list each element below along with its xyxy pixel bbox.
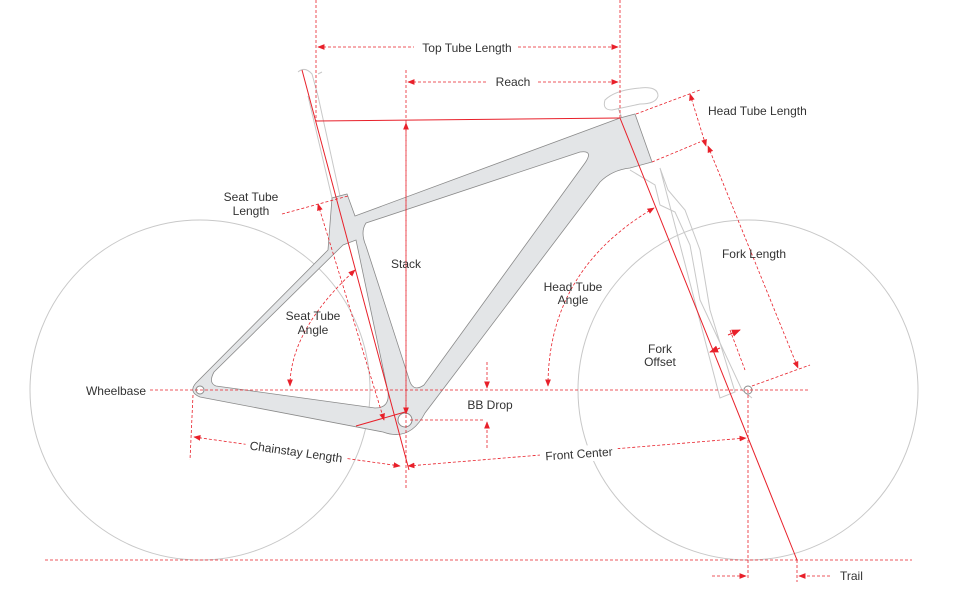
label-head-tube-angle-1: Head Tube [544, 280, 603, 294]
label-seat-tube-angle-2: Angle [298, 323, 329, 337]
bottom-bracket [397, 412, 413, 428]
rear-axle-vertical [189, 394, 194, 461]
head-tube-length-arrow [689, 93, 707, 147]
label-fork-length: Fork Length [722, 247, 786, 261]
label-stack: Stack [391, 257, 422, 271]
label-bb-drop: BB Drop [467, 398, 513, 412]
fork-length-ext [751, 364, 811, 387]
head-tube-angle-arrow [545, 207, 655, 387]
front-center-arrow [407, 435, 747, 469]
seat-tube-angle-arrow [287, 269, 356, 387]
bike-frame [192, 113, 653, 435]
label-wheelbase: Wheelbase [86, 384, 146, 398]
head-tube-axis [619, 117, 798, 561]
seatpost [297, 68, 341, 199]
label-trail: Trail [840, 569, 863, 583]
label-head-tube-angle-2: Angle [558, 293, 589, 307]
stack-top-line [315, 117, 621, 122]
label-seat-tube-length-1: Seat Tube [224, 190, 279, 204]
label-reach: Reach [496, 75, 531, 89]
label-front-center: Front Center [545, 445, 613, 464]
fork-offset-arrow-2 [709, 345, 721, 353]
seat-tube-length-top [281, 195, 349, 215]
fork-offset-line [729, 329, 746, 371]
fork-offset-arrow [727, 329, 741, 337]
label-head-tube-length: Head Tube Length [708, 104, 807, 118]
head-tube-top-ext [635, 89, 701, 115]
label-top-tube-length: Top Tube Length [422, 41, 511, 55]
label-fork-offset-2: Offset [644, 355, 676, 369]
fork [629, 167, 753, 399]
label-seat-tube-length-2: Length [233, 204, 270, 218]
head-tube-bottom-ext [651, 141, 701, 163]
label-seat-tube-angle-1: Seat Tube [286, 309, 341, 323]
label-fork-offset-1: Fork [648, 342, 673, 356]
stem [603, 87, 659, 119]
